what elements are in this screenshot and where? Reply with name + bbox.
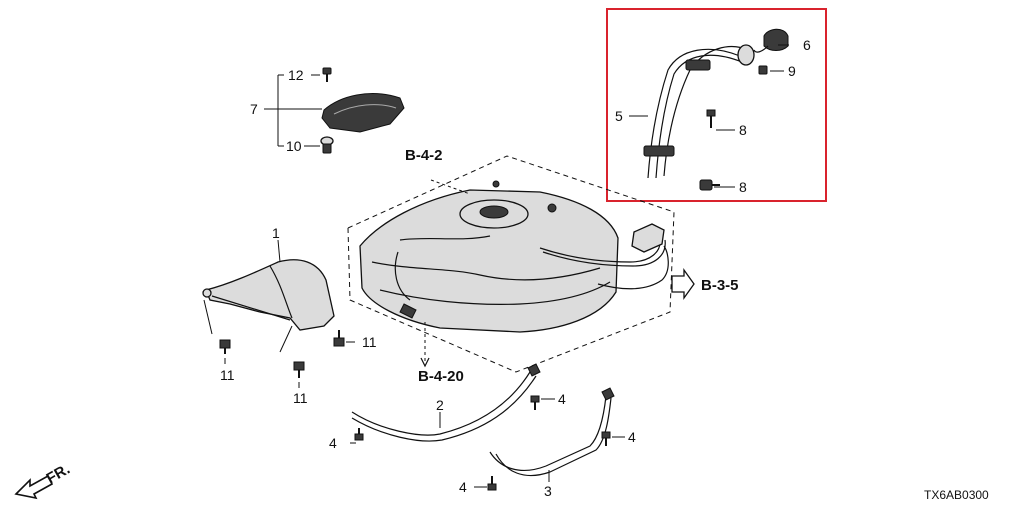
callout-11-middle: 11 <box>293 390 308 406</box>
callout-4-left: 4 <box>329 435 337 451</box>
callout-7: 7 <box>250 101 258 117</box>
part-12-screw <box>322 67 332 82</box>
b35-direction-arrow-icon <box>671 267 695 301</box>
callout-12: 12 <box>288 67 304 83</box>
part-6-filler-cap <box>753 28 789 53</box>
diagram-code: TX6AB0300 <box>924 488 989 502</box>
callout-11-left: 11 <box>220 367 235 383</box>
bolt-icon <box>706 109 716 128</box>
part-2-tank-strap <box>351 363 541 442</box>
front-direction-arrow-icon <box>14 474 54 500</box>
bolt-icon <box>530 395 540 410</box>
part-5-filler-pipe <box>643 44 755 179</box>
bolt-icon <box>699 179 720 191</box>
leader-lines <box>203 44 789 488</box>
callout-6: 6 <box>803 37 811 53</box>
bolt-icon <box>601 431 611 446</box>
callout-11-right: 11 <box>362 334 377 350</box>
part-4-bolt-group <box>354 395 611 491</box>
callout-4-right: 4 <box>628 429 636 445</box>
reference-b-4-2: B-4-2 <box>405 147 443 164</box>
part-10-clip <box>320 136 334 154</box>
callout-3: 3 <box>544 483 552 499</box>
part-1-heat-shield <box>202 259 335 331</box>
callout-8-lower: 8 <box>739 179 747 195</box>
b420-direction-arrow-icon <box>420 357 430 368</box>
callout-10: 10 <box>286 138 302 154</box>
callout-1: 1 <box>272 225 280 241</box>
bolt-icon <box>219 339 231 354</box>
fuel-tank-dashed-outline <box>347 155 675 373</box>
part-8-bolt-group <box>699 109 720 191</box>
callout-9: 9 <box>788 63 796 79</box>
part-3-tank-strap <box>489 387 615 477</box>
callout-4-upper: 4 <box>558 391 566 407</box>
part-7-cover <box>321 93 405 133</box>
callout-5: 5 <box>615 108 623 124</box>
fuel-tank <box>359 180 669 333</box>
callout-2: 2 <box>436 397 444 413</box>
reference-b-4-20: B-4-20 <box>418 368 464 385</box>
callout-4-bottom: 4 <box>459 479 467 495</box>
bolt-icon <box>333 330 345 347</box>
bolt-icon <box>293 361 305 378</box>
filler-pipe-highlight-box <box>606 8 827 202</box>
part-9-clip <box>758 65 768 75</box>
callout-8-upper: 8 <box>739 122 747 138</box>
bolt-icon <box>354 428 364 441</box>
bolt-icon <box>487 476 497 491</box>
reference-b-3-5: B-3-5 <box>701 277 739 294</box>
part-11-bolt-group <box>219 330 345 378</box>
